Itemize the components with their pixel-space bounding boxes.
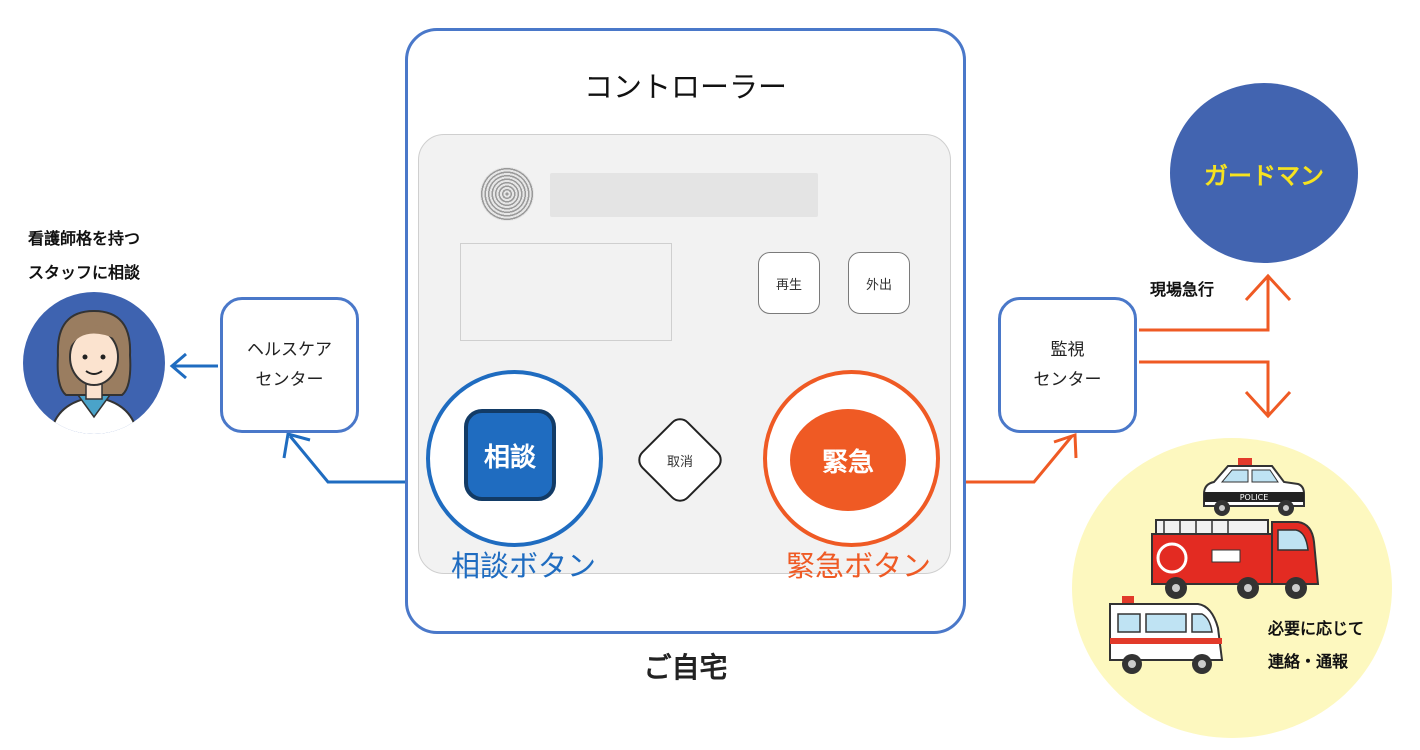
guardman-circle: ガードマン: [1170, 83, 1358, 263]
monitoring-center-line1: 監視: [1050, 340, 1085, 360]
healthcare-center-line2: センター: [255, 370, 324, 390]
consult-button-label: 相談: [483, 442, 536, 473]
going-out-button-label: 外出: [865, 277, 892, 293]
contact-notify-line2: 連絡・通報: [1268, 652, 1349, 671]
going-out-button[interactable]: 外出: [848, 252, 910, 314]
healthcare-center-box: ヘルスケア センター: [220, 297, 359, 433]
arrowhead-guard: [1244, 273, 1292, 302]
emergency-vehicles-icon: POLICE: [1109, 458, 1320, 674]
nurse-caption: 看護師格を持つ スタッフに相談: [28, 222, 218, 290]
svg-text:POLICE: POLICE: [1240, 493, 1269, 502]
monitoring-center-line2: センター: [1033, 370, 1102, 390]
arrow-monitor-to-vehicles: [1139, 360, 1270, 414]
emergency-button-title: 緊急ボタン: [786, 549, 932, 583]
ambulance-icon: [1109, 596, 1224, 674]
arrowhead-vehicles: [1244, 390, 1292, 419]
controller-title: コントローラー: [583, 70, 787, 104]
consult-button-ring[interactable]: [426, 370, 603, 547]
replay-button[interactable]: 再生: [758, 252, 820, 314]
screen-area: [460, 243, 672, 341]
consult-button[interactable]: 相談: [464, 409, 556, 501]
emergency-button-label: 緊急: [821, 447, 874, 478]
arrow-emergency-to-monitor: [942, 435, 1074, 484]
fire-truck-icon: [1151, 519, 1320, 599]
arrowhead-nurse: [169, 352, 187, 380]
contact-notify-label: 必要に応じて 連絡・通報: [1268, 612, 1388, 678]
nurse-caption-line1: 看護師格を持つ: [28, 229, 141, 248]
police-car-icon: POLICE: [1203, 458, 1305, 516]
arrowhead-health: [282, 432, 311, 459]
rush-to-site-label: 現場急行: [1150, 280, 1215, 299]
nurse-caption-line2: スタッフに相談: [28, 263, 141, 282]
arrow-monitor-to-guard: [1139, 278, 1270, 332]
nurse-avatar-icon: [23, 292, 165, 434]
monitoring-center-box: 監視 センター: [998, 297, 1137, 433]
replay-button-label: 再生: [775, 277, 802, 293]
contact-notify-line1: 必要に応じて: [1268, 619, 1365, 638]
cancel-button-label: 取消: [666, 454, 693, 470]
arrowhead-monitor: [1053, 432, 1078, 459]
emergency-button[interactable]: 緊急: [790, 409, 906, 511]
home-label: ご自宅: [643, 651, 728, 684]
speaker-icon: [480, 167, 534, 221]
display-bar: [550, 173, 818, 217]
healthcare-center-line1: ヘルスケア: [247, 340, 332, 360]
consult-button-title: 相談ボタン: [451, 549, 597, 583]
arrow-consult-to-health: [288, 435, 426, 484]
guardman-label: ガードマン: [1204, 161, 1324, 190]
